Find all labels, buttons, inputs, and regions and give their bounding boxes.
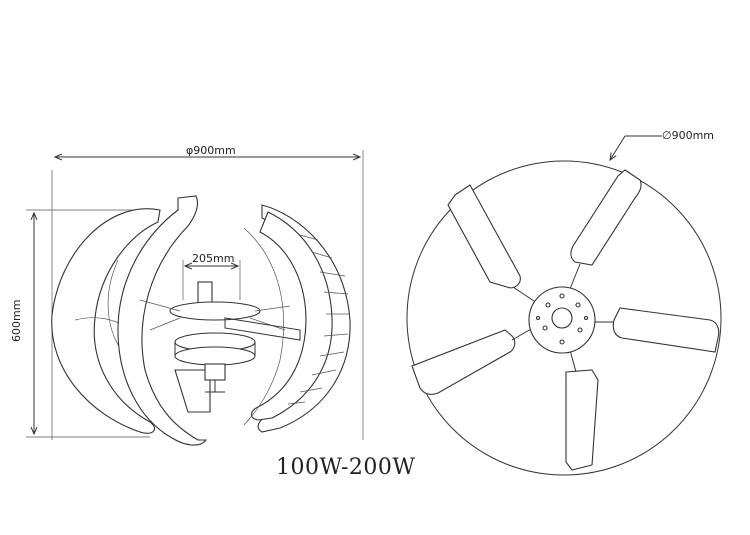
top-blade-upper-left [447,184,541,306]
side-blade-right [243,204,351,433]
diameter-label: ∅900mm [662,129,714,142]
top-blade-left [411,324,539,395]
hub-label: 205mm [192,252,234,265]
top-blade-right [592,307,720,353]
hub-dimension: 205mm [182,252,241,300]
diameter-leader [610,135,626,160]
power-caption: 100W-200W [276,455,416,480]
rotor-circle [406,160,722,476]
generator-hub [139,281,301,393]
top-view: ∅900mm [406,129,722,476]
top-hub [528,286,596,354]
top-blade-upper-right [567,169,642,295]
side-blade-front-left [117,195,208,446]
width-label: φ900mm [186,144,236,157]
side-blade-left [51,208,161,434]
height-label: 600mm [10,300,23,342]
top-blade-bottom [565,349,599,471]
side-view: φ900mm 600mm 205mm [10,144,364,446]
side-bracket [174,369,211,413]
height-dimension: 600mm [10,209,150,438]
width-dimension: φ900mm [51,144,364,440]
